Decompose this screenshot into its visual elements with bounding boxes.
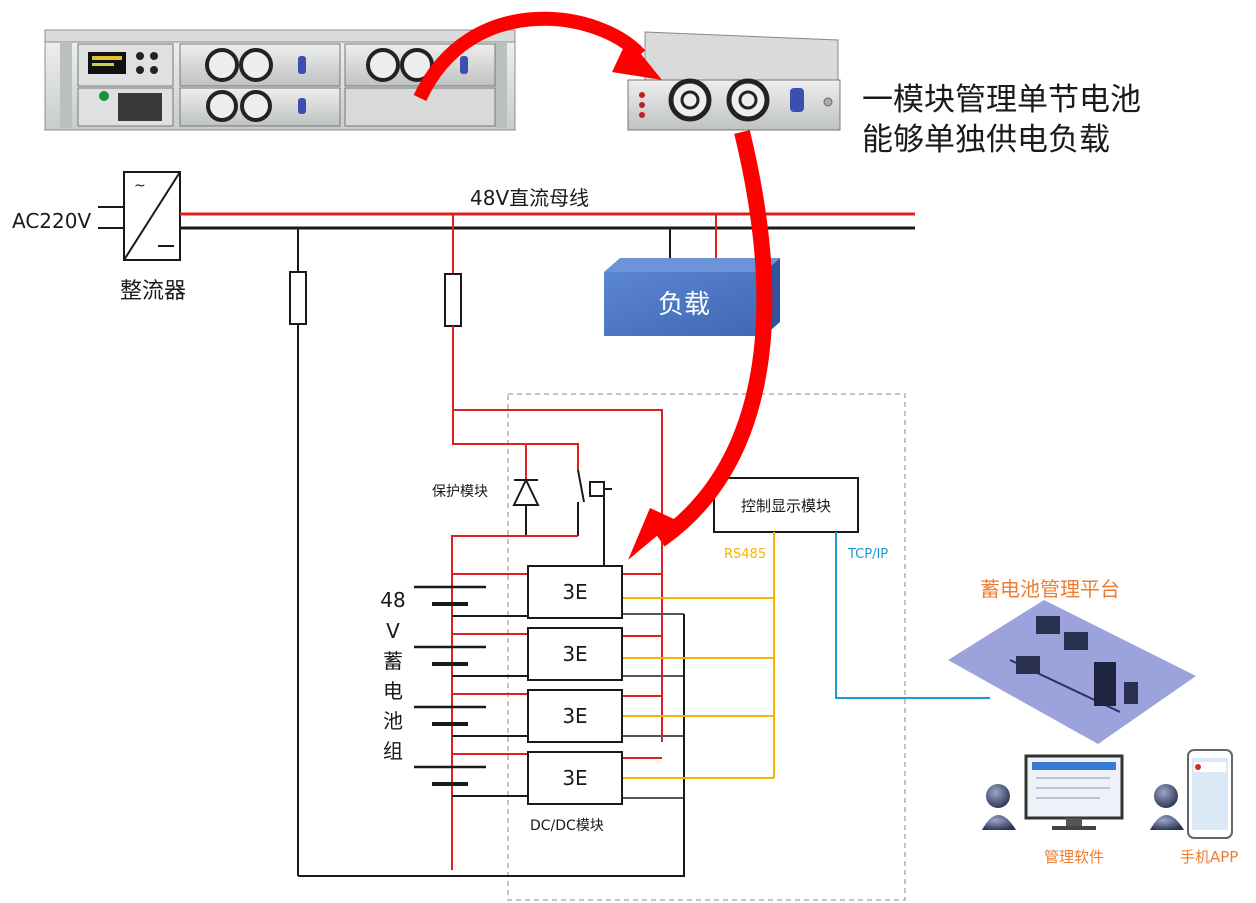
rs485-label: RS485 [724, 547, 766, 562]
ac-input-terminal [98, 206, 124, 229]
dcdc-module-photo [627, 31, 841, 131]
platform-network-illustration [948, 600, 1196, 744]
rack-power-system-photo [44, 29, 516, 131]
svg-text:3E: 3E [562, 642, 587, 666]
highlight-arrow [413, 11, 773, 560]
device-enclosure [507, 393, 906, 901]
control-display-label: 控制显示模块 [741, 497, 831, 515]
mobile-app-label: 手机APP [1180, 848, 1238, 866]
management-software-label: 管理软件 [1044, 848, 1104, 866]
svg-text:组: 组 [383, 739, 403, 763]
svg-text:V: V [386, 619, 400, 643]
tcpip-link [835, 532, 990, 699]
svg-text:电: 电 [383, 679, 403, 703]
dc-bus-label: 48V直流母线 [470, 186, 589, 210]
dcdc-module-2: 3E [527, 627, 623, 681]
battery-group-label: 48 V 蓄 电 池 组 [380, 588, 405, 763]
dc-bus [180, 212, 915, 230]
svg-text:~: ~ [134, 178, 146, 194]
battery-group [414, 585, 486, 786]
protection-module-label: 保护模块 [432, 484, 488, 500]
dcdc-module-4: 3E [527, 751, 623, 805]
load-label: 负载 [658, 290, 710, 320]
tcpip-label: TCP/IP [847, 547, 888, 562]
svg-text:48: 48 [380, 588, 405, 612]
ac-input-label: AC220V [12, 209, 91, 233]
rectifier-label: 整流器 [120, 279, 186, 304]
svg-text:蓄: 蓄 [383, 649, 403, 673]
svg-text:3E: 3E [562, 766, 587, 790]
svg-text:3E: 3E [562, 580, 587, 604]
negative-fuse [289, 228, 307, 876]
rectifier-symbol: ~ [123, 171, 181, 261]
control-display-module [713, 477, 859, 533]
positive-fuse [444, 214, 462, 410]
mobile-app-illustration [1150, 749, 1233, 839]
dcdc-module-1: 3E [527, 565, 623, 619]
dcdc-module-label: DC/DC模块 [530, 818, 604, 834]
headline-line1: 一模块管理单节电池 [862, 82, 1141, 118]
headline-line2: 能够单独供电负载 [862, 122, 1110, 158]
dcdc-module-3: 3E [527, 689, 623, 743]
platform-title: 蓄电池管理平台 [980, 577, 1120, 601]
svg-text:3E: 3E [562, 704, 587, 728]
protection-module-wiring [451, 409, 663, 870]
svg-text:池: 池 [383, 709, 403, 733]
cell-module-wiring [298, 573, 774, 877]
management-software-illustration [982, 754, 1124, 830]
